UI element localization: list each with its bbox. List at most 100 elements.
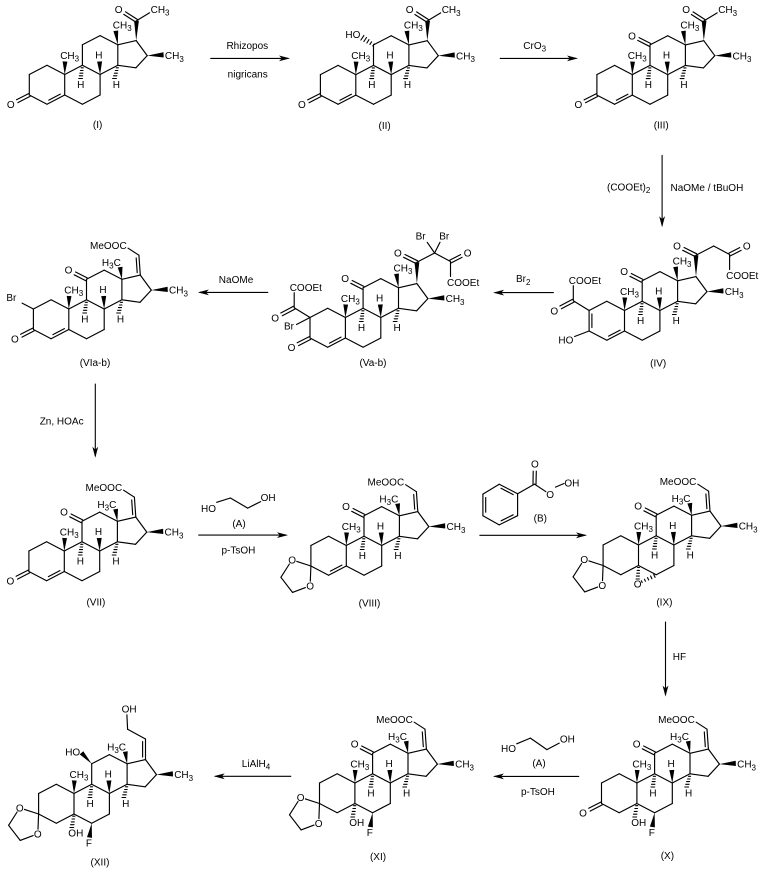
svg-text:O: O [580, 555, 588, 566]
svg-text:H: H [651, 551, 658, 562]
svg-text:OH: OH [560, 735, 575, 746]
svg-text:H: H [368, 80, 375, 91]
svg-text:H: H [403, 789, 410, 800]
svg-text:H: H [77, 80, 84, 91]
svg-text:(X): (X) [661, 851, 674, 862]
svg-text:O: O [115, 5, 123, 16]
svg-text:O: O [11, 335, 19, 346]
svg-text:H: H [386, 51, 393, 62]
svg-text:O: O [620, 267, 628, 278]
svg-text:O: O [531, 460, 539, 471]
svg-text:H: H [687, 551, 694, 562]
svg-text:H: H [359, 551, 366, 562]
svg-text:O: O [634, 580, 642, 591]
svg-text:O: O [306, 581, 314, 592]
svg-text:O: O [288, 555, 296, 566]
svg-text:(IV): (IV) [650, 358, 666, 369]
svg-text:H: H [95, 51, 102, 62]
svg-text:HF: HF [673, 652, 686, 663]
svg-text:(Va-b): (Va-b) [359, 358, 386, 369]
svg-text:MeOOC: MeOOC [660, 477, 697, 488]
svg-text:HO: HO [65, 748, 80, 759]
svg-text:H: H [358, 323, 365, 334]
svg-text:OH: OH [349, 818, 364, 829]
svg-text:O: O [575, 100, 583, 111]
svg-text:OH: OH [631, 818, 646, 829]
svg-text:COOEt: COOEt [726, 271, 758, 282]
svg-text:H: H [77, 557, 84, 568]
svg-text:(XI): (XI) [370, 852, 386, 863]
svg-text:Zn, HOAc: Zn, HOAc [40, 417, 84, 428]
svg-text:H: H [81, 315, 88, 326]
svg-text:O: O [464, 248, 472, 259]
svg-text:O: O [633, 740, 641, 751]
svg-text:H: H [645, 80, 652, 91]
svg-text:Br: Br [439, 232, 450, 243]
svg-text:p-TsOH: p-TsOH [521, 787, 555, 798]
svg-text:O: O [598, 581, 606, 592]
svg-text:H: H [685, 789, 692, 800]
svg-text:O: O [7, 577, 15, 588]
svg-text:O: O [65, 266, 73, 277]
svg-text:O: O [634, 502, 642, 513]
svg-text:HO: HO [201, 504, 216, 515]
svg-text:NaOMe / tBuOH: NaOMe / tBuOH [671, 183, 744, 194]
svg-text:(I): (I) [93, 120, 102, 131]
svg-text:F: F [649, 828, 655, 839]
svg-text:H: H [649, 789, 656, 800]
svg-text:nigricans: nigricans [228, 70, 268, 81]
svg-text:F: F [367, 828, 373, 839]
svg-text:Rhizopos: Rhizopos [226, 41, 268, 52]
svg-text:O: O [298, 100, 306, 111]
svg-text:(IX): (IX) [656, 597, 672, 608]
svg-text:H: H [673, 316, 680, 327]
svg-text:H: H [113, 80, 120, 91]
svg-text:H: H [367, 789, 374, 800]
svg-text:H: H [376, 294, 383, 305]
svg-text:(A): (A) [232, 519, 245, 530]
svg-text:O: O [342, 502, 350, 513]
svg-text:OH: OH [261, 493, 276, 504]
svg-text:OH: OH [122, 704, 137, 715]
svg-text:O: O [743, 241, 751, 252]
svg-text:OH: OH [564, 479, 579, 490]
svg-text:H: H [404, 80, 411, 91]
svg-text:MeOOC: MeOOC [86, 483, 123, 494]
svg-text:HO: HO [558, 335, 573, 346]
svg-text:H: H [122, 799, 129, 810]
svg-text:Br: Br [284, 322, 295, 333]
svg-text:F: F [86, 838, 92, 849]
svg-text:O: O [628, 31, 636, 42]
svg-text:H: H [394, 551, 401, 562]
svg-text:(XII): (XII) [91, 857, 110, 868]
svg-text:(VII): (VII) [86, 598, 105, 609]
svg-text:MeOOC: MeOOC [658, 715, 695, 726]
svg-text:O: O [7, 100, 15, 111]
svg-text:O: O [341, 274, 349, 285]
svg-text:Br: Br [416, 232, 427, 243]
svg-text:OH: OH [68, 828, 83, 839]
svg-text:H: H [393, 323, 400, 334]
svg-text:HO: HO [501, 744, 516, 755]
svg-text:(VIa-b): (VIa-b) [80, 358, 111, 369]
svg-text:H: H [99, 285, 106, 296]
svg-text:H: H [637, 316, 644, 327]
svg-text:(VIII): (VIII) [359, 598, 381, 609]
svg-text:O: O [16, 803, 24, 814]
svg-text:O: O [406, 5, 414, 16]
svg-text:O: O [682, 5, 690, 16]
svg-text:H: H [112, 557, 119, 568]
svg-text:O: O [34, 829, 42, 840]
svg-text:COOEt: COOEt [447, 278, 479, 289]
svg-text:H: H [669, 521, 676, 532]
svg-text:O: O [297, 793, 305, 804]
svg-text:H: H [377, 522, 384, 533]
svg-text:(III): (III) [654, 121, 669, 132]
svg-text:O: O [394, 248, 402, 259]
svg-text:H: H [667, 759, 674, 770]
svg-text:(A): (A) [532, 758, 545, 769]
svg-text:MeOOC: MeOOC [90, 241, 127, 252]
svg-text:O: O [315, 819, 323, 830]
svg-text:p-TsOH: p-TsOH [221, 546, 255, 557]
svg-text:COOEt: COOEt [290, 283, 322, 294]
